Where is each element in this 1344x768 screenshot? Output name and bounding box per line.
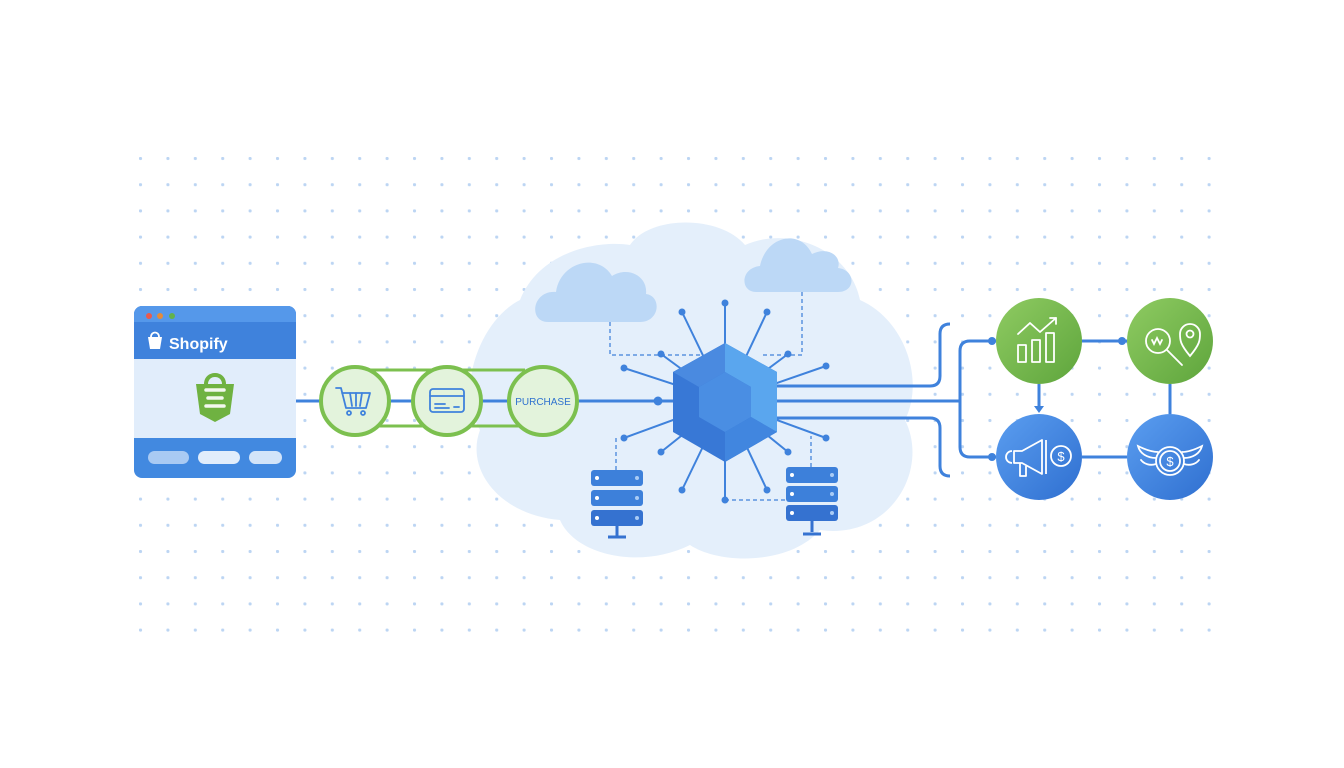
flow-node	[653, 396, 663, 406]
window-minimize-dot	[157, 313, 163, 319]
output-analytics	[996, 298, 1082, 384]
window-maximize-dot	[169, 313, 175, 319]
dashed-connectors	[609, 292, 812, 501]
cloud-icon	[744, 238, 852, 292]
funnel-step-payment	[411, 365, 483, 437]
shopping-bag-icon	[148, 331, 162, 349]
analytics-chart-icon	[1017, 317, 1057, 363]
store-button[interactable]	[198, 451, 240, 464]
credit-card-icon	[429, 388, 465, 413]
output-search-location	[1127, 298, 1213, 384]
spoke-nodes	[620, 299, 830, 504]
funnel-step-cart	[319, 365, 391, 437]
output-marketing: $	[996, 414, 1082, 500]
shopify-bag-logo	[196, 373, 234, 422]
dollar-glyph: $	[1166, 454, 1174, 469]
brand-name: Shopify	[169, 336, 228, 353]
output-nodes	[988, 337, 1126, 461]
window-close-dot	[146, 313, 152, 319]
purchase-label: PURCHASE	[515, 397, 571, 408]
shopping-cart-icon	[335, 387, 371, 416]
search-location-icon	[1145, 323, 1201, 366]
megaphone-dollar-icon	[1005, 439, 1072, 477]
output-revenue: $	[1127, 414, 1213, 500]
output-lines	[777, 322, 1172, 478]
hexagon-hub-icon	[673, 343, 777, 462]
funnel-step-purchase: PURCHASE	[507, 365, 579, 437]
store-button[interactable]	[249, 451, 282, 464]
server-icon	[591, 470, 643, 539]
winged-coin-icon	[1136, 444, 1204, 476]
store-button[interactable]	[148, 451, 189, 464]
server-icon	[786, 467, 838, 536]
dollar-glyph: $	[1057, 449, 1065, 464]
cloud-icon	[535, 262, 657, 322]
shopify-store-window: Shopify	[134, 306, 296, 478]
